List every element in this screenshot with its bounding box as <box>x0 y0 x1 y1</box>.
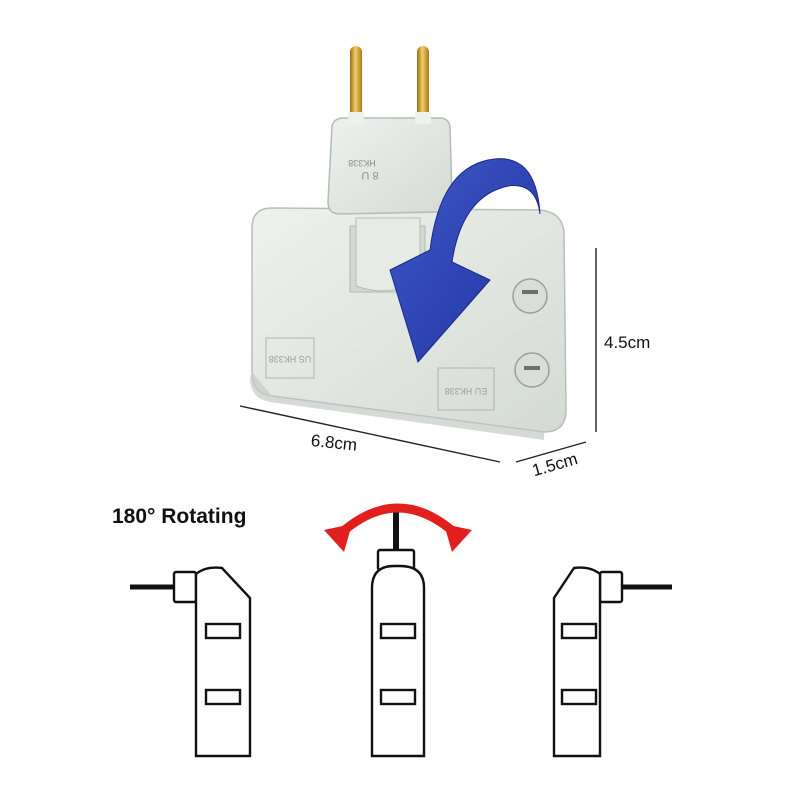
rotation-diagrams <box>130 512 672 758</box>
socket-top <box>512 278 548 314</box>
rotation-arrow <box>389 158 541 364</box>
rotating-caption: 180° Rotating <box>112 505 247 528</box>
width-dimension-line <box>239 405 501 463</box>
plug-model: HK338 <box>348 158 376 168</box>
diagram-right <box>552 566 672 758</box>
plug-marking: 8 U <box>361 169 378 181</box>
socket-left-label: US HK338 <box>269 354 312 364</box>
swing-arrow <box>324 503 472 552</box>
depth-dimension-line <box>515 441 587 463</box>
plug-pins <box>348 46 431 124</box>
plug-head: 8 U HK338 <box>327 117 453 215</box>
diagram-center <box>370 512 426 758</box>
socket-outlets <box>512 278 550 388</box>
pin-left <box>350 46 362 120</box>
dimension-lines <box>239 248 597 463</box>
pin-right <box>417 46 429 120</box>
height-label: 4.5cm <box>604 333 651 352</box>
embossed-labels: US HK338 EU HK338 <box>265 337 495 411</box>
diagram-left <box>130 566 252 758</box>
socket-right-label: EU HK338 <box>445 386 488 396</box>
